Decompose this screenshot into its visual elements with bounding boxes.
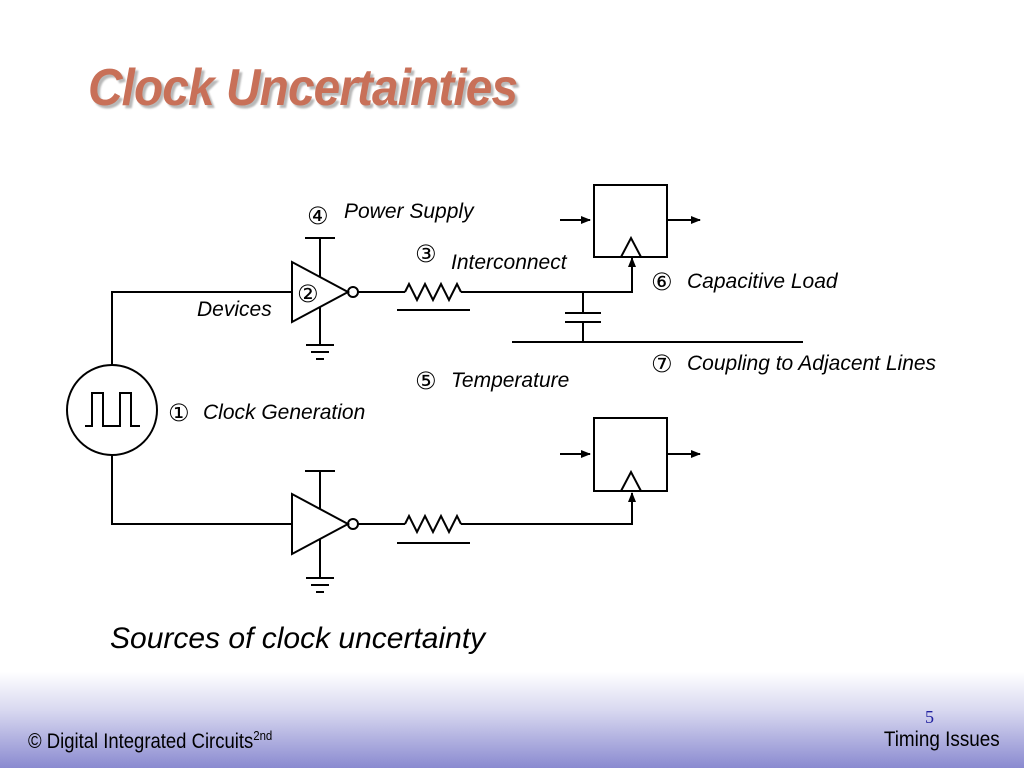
devices-label: Devices (197, 298, 272, 321)
clock-source-symbol (66, 364, 158, 456)
footer-section-title: Timing Issues (884, 728, 1000, 751)
clock-generation-label: Clock Generation (203, 401, 365, 424)
clock-generation-number: ① (168, 399, 190, 427)
figure-caption: Sources of clock uncertainty (110, 622, 486, 655)
slide-title: Clock Uncertainties (88, 59, 518, 117)
power-supply-label: Power Supply (344, 200, 475, 223)
clock-wire-bottom (111, 455, 292, 525)
temperature-number: ⑤ (415, 367, 437, 395)
interconnect-number: ③ (415, 240, 437, 268)
capacitive-load-number: ⑥ (651, 268, 673, 296)
footer-copyright: © Digital Integrated Circuits2nd (28, 728, 272, 754)
power-supply-number: ④ (307, 202, 329, 230)
bottom-interconnect (358, 492, 636, 544)
footer-band (0, 672, 1024, 768)
interconnect-label: Interconnect (451, 251, 568, 274)
devices-number: ② (297, 280, 319, 308)
coupling-number: ⑦ (651, 350, 673, 378)
temperature-label: Temperature (451, 369, 569, 392)
coupling-label: Coupling to Adjacent Lines (687, 352, 937, 375)
top-register (560, 184, 701, 258)
capacitive-load-label: Capacitive Load (687, 270, 839, 293)
load-capacitor (565, 292, 601, 342)
bottom-register (560, 417, 701, 492)
clock-uncertainty-diagram: ④ Power Supply ③ Interconnect ② Devices … (66, 184, 937, 593)
top-interconnect (358, 257, 636, 311)
bottom-inverter (291, 470, 359, 593)
clock-wire-top (111, 291, 292, 365)
footer-edition: 2nd (253, 728, 273, 743)
footer-copyright-text: © Digital Integrated Circuits (28, 730, 254, 753)
page-number: 5 (925, 707, 934, 727)
